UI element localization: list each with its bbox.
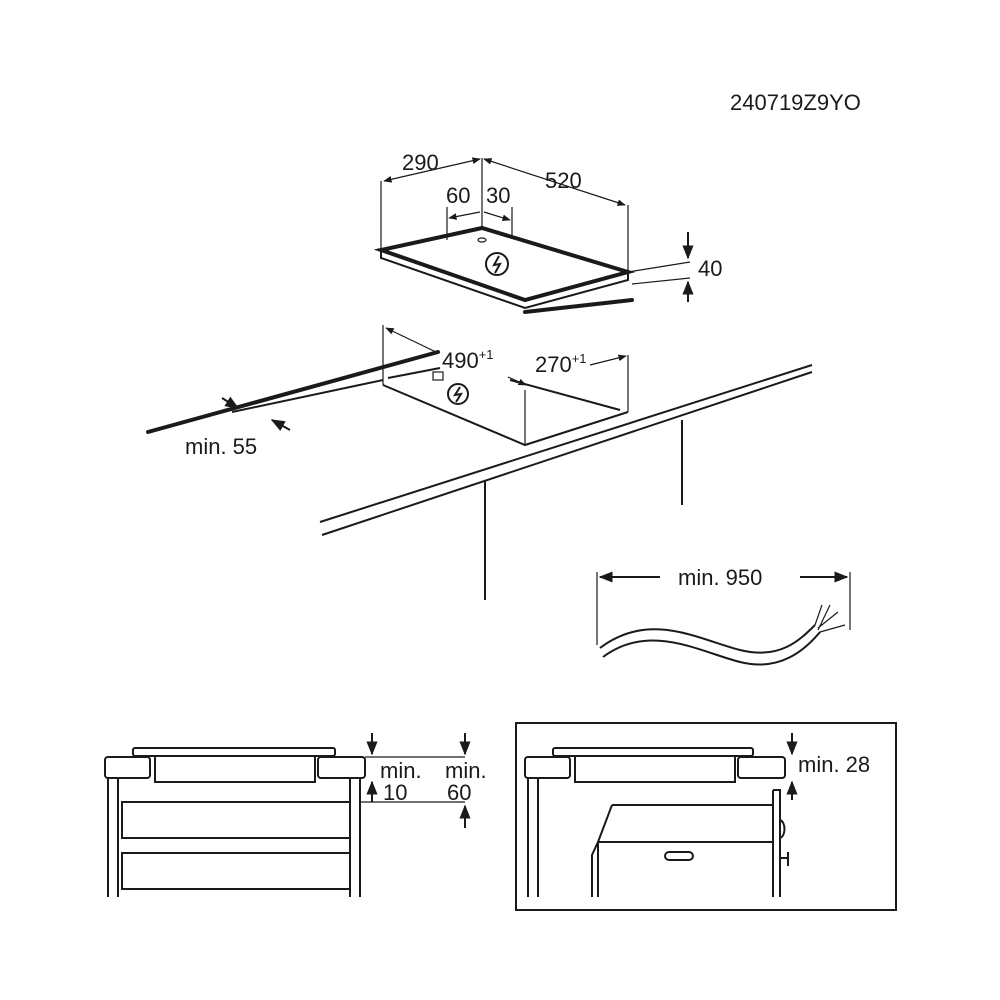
cutout-depth-label: 270+1 (535, 351, 587, 377)
cutout-width-label: 490+1 (442, 347, 494, 373)
hob-width-label: 520 (545, 168, 582, 193)
min-label-60: min. (445, 758, 487, 783)
drawing-id: 240719Z9YO (730, 90, 861, 115)
electric-connection-icon (447, 383, 469, 405)
hob-right-offset-label: 30 (486, 183, 510, 208)
min-label-10: min. (380, 758, 422, 783)
clearance-10-value: 10 (383, 780, 407, 805)
worktop-cutout-drawing: 490+1 270+1 min. 55 (146, 325, 813, 600)
hob-depth-label: 290 (402, 150, 439, 175)
section-oven: min. 28 (515, 722, 897, 911)
oven-clearance-label: min. 28 (798, 752, 870, 777)
section-drawers: min. 10 min. 60 (104, 733, 487, 897)
cable-drawing: min. 950 (596, 565, 851, 666)
hob-left-offset-label: 60 (446, 183, 470, 208)
hob-drawing: 290 520 60 30 40 (373, 150, 722, 314)
hob-height-label: 40 (698, 256, 722, 281)
electric-connection-icon (485, 252, 509, 276)
cable-min-length-label: min. 950 (678, 565, 762, 590)
min-front-distance-label: min. 55 (185, 434, 257, 459)
clearance-60-value: 60 (447, 780, 471, 805)
